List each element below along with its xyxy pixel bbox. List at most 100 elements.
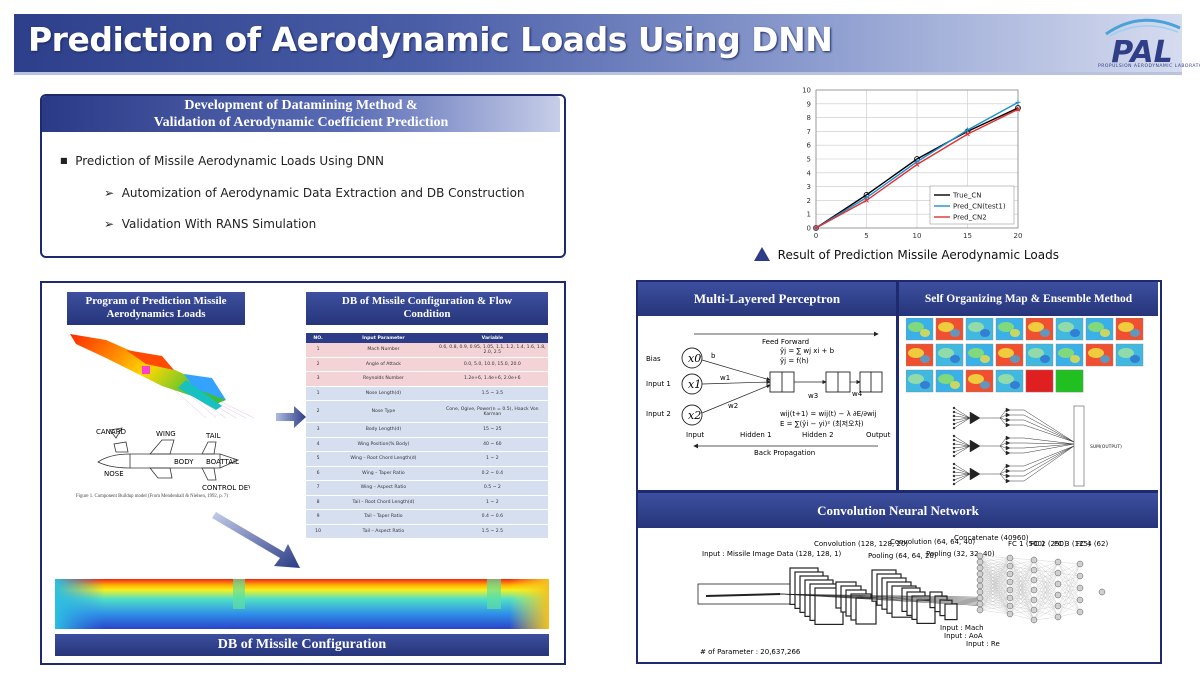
cnn-param-count: # of Parameter : 20,637,266	[700, 648, 801, 656]
fc-link	[1033, 569, 1059, 585]
equation-3: wij(t+1) = wij(t) − λ ∂E/∂wij	[780, 410, 877, 418]
feature-map	[855, 597, 877, 625]
ensemble-link	[953, 473, 971, 481]
program-right-heading: DB of Missile Configuration & Flow Condi…	[306, 292, 548, 325]
fc-link	[1057, 563, 1081, 596]
fc-link	[979, 565, 1011, 599]
fc-link	[1009, 559, 1035, 607]
fc-node	[976, 600, 984, 608]
fc-link	[1033, 594, 1059, 611]
ensemble-gate	[969, 411, 981, 425]
fc-link	[1009, 573, 1035, 591]
fc-link	[1057, 599, 1081, 607]
fc-link	[1033, 561, 1059, 621]
fc-link	[1033, 559, 1059, 574]
fc-link	[979, 581, 1011, 593]
som-tile-blob	[920, 355, 930, 363]
som-tile-blob	[938, 348, 954, 358]
x-tick-label: 5	[864, 232, 868, 240]
fc-link	[1057, 561, 1081, 601]
som-tile-blob	[1118, 348, 1134, 358]
weight-b: b	[711, 352, 716, 360]
y-tick-label: 2	[807, 197, 811, 205]
som-tile-blob	[1058, 322, 1074, 332]
series-line-0	[815, 107, 1019, 229]
som-tile-blob	[1010, 329, 1020, 337]
fc-link	[979, 581, 1011, 605]
ensemble-gate	[1005, 463, 1011, 469]
fc-node	[1006, 554, 1014, 562]
arrow-down-right-icon	[212, 512, 300, 568]
som-tile-green	[1055, 369, 1084, 393]
square-bullet-icon: ■	[60, 156, 68, 165]
fc-link	[1009, 565, 1035, 581]
fc-node	[1030, 566, 1038, 574]
fc-link	[1009, 559, 1035, 615]
fc-link	[1057, 587, 1081, 596]
fc-link	[979, 581, 1011, 599]
fc-node	[1030, 606, 1038, 614]
y-tick-label: 5	[807, 156, 811, 164]
plot-frame	[815, 89, 1019, 229]
fc-link	[1057, 583, 1081, 601]
fc-link	[1033, 579, 1059, 607]
fc-link	[1057, 572, 1081, 589]
fc-link	[1057, 611, 1081, 618]
som-tile-blob	[908, 348, 924, 358]
cnn-label-fc3: FC 3 (125)	[1054, 540, 1091, 548]
ensemble-link	[1023, 445, 1075, 477]
fc-link	[1009, 609, 1035, 615]
fc-link	[1033, 572, 1059, 601]
fc-link	[1009, 569, 1035, 591]
ensemble-link	[953, 411, 971, 419]
som-tile-blob	[980, 355, 990, 363]
legend-label: Pred_CN(test1)	[953, 203, 1006, 211]
som-tile-blob	[1028, 348, 1044, 358]
data-point	[864, 198, 869, 203]
som-tile-blob	[1118, 322, 1134, 332]
fc-node	[1076, 596, 1084, 604]
intro-heading: Development of Datamining Method & Valid…	[42, 96, 560, 132]
ensemble-link	[953, 445, 971, 457]
som-tile-blob	[980, 329, 990, 337]
y-tick-label: 6	[807, 142, 812, 150]
fc-link	[979, 591, 1011, 607]
fc-link	[979, 603, 1011, 615]
fc-node	[976, 552, 984, 560]
fc-link	[1033, 572, 1059, 581]
fc-link	[1009, 581, 1035, 591]
fc-link	[1009, 557, 1035, 591]
logo-text: PAL	[1111, 35, 1173, 70]
fc-link	[979, 565, 1011, 575]
fc-node	[976, 594, 984, 602]
fc-link	[979, 591, 1011, 599]
fc-link	[979, 557, 1011, 587]
ensemble-gate	[1005, 468, 1011, 474]
ensemble-link	[999, 409, 1007, 419]
fc-node	[1076, 572, 1084, 580]
chart-caption: Result of Prediction Missile Aerodynamic…	[754, 247, 1059, 262]
fc-link	[1057, 583, 1081, 613]
fc-node	[1076, 560, 1084, 568]
output-node	[1098, 588, 1106, 596]
fc-link	[1033, 583, 1059, 591]
fc-link	[1009, 569, 1035, 583]
fc-link	[979, 609, 1011, 615]
fc-node	[1030, 586, 1038, 594]
back-propagation-label: Back Propagation	[754, 449, 815, 457]
som-tile-blob	[1010, 381, 1020, 389]
fc-link	[979, 561, 1011, 567]
fc-link	[1009, 569, 1035, 575]
som-tile-blob	[968, 322, 984, 332]
fc-link	[1009, 557, 1035, 571]
data-point	[965, 127, 970, 133]
fc-link	[1057, 575, 1081, 607]
som-tile-blob	[920, 381, 930, 389]
fc-link	[979, 603, 1011, 607]
fc-node	[1030, 576, 1038, 584]
fc-link	[979, 565, 1011, 587]
